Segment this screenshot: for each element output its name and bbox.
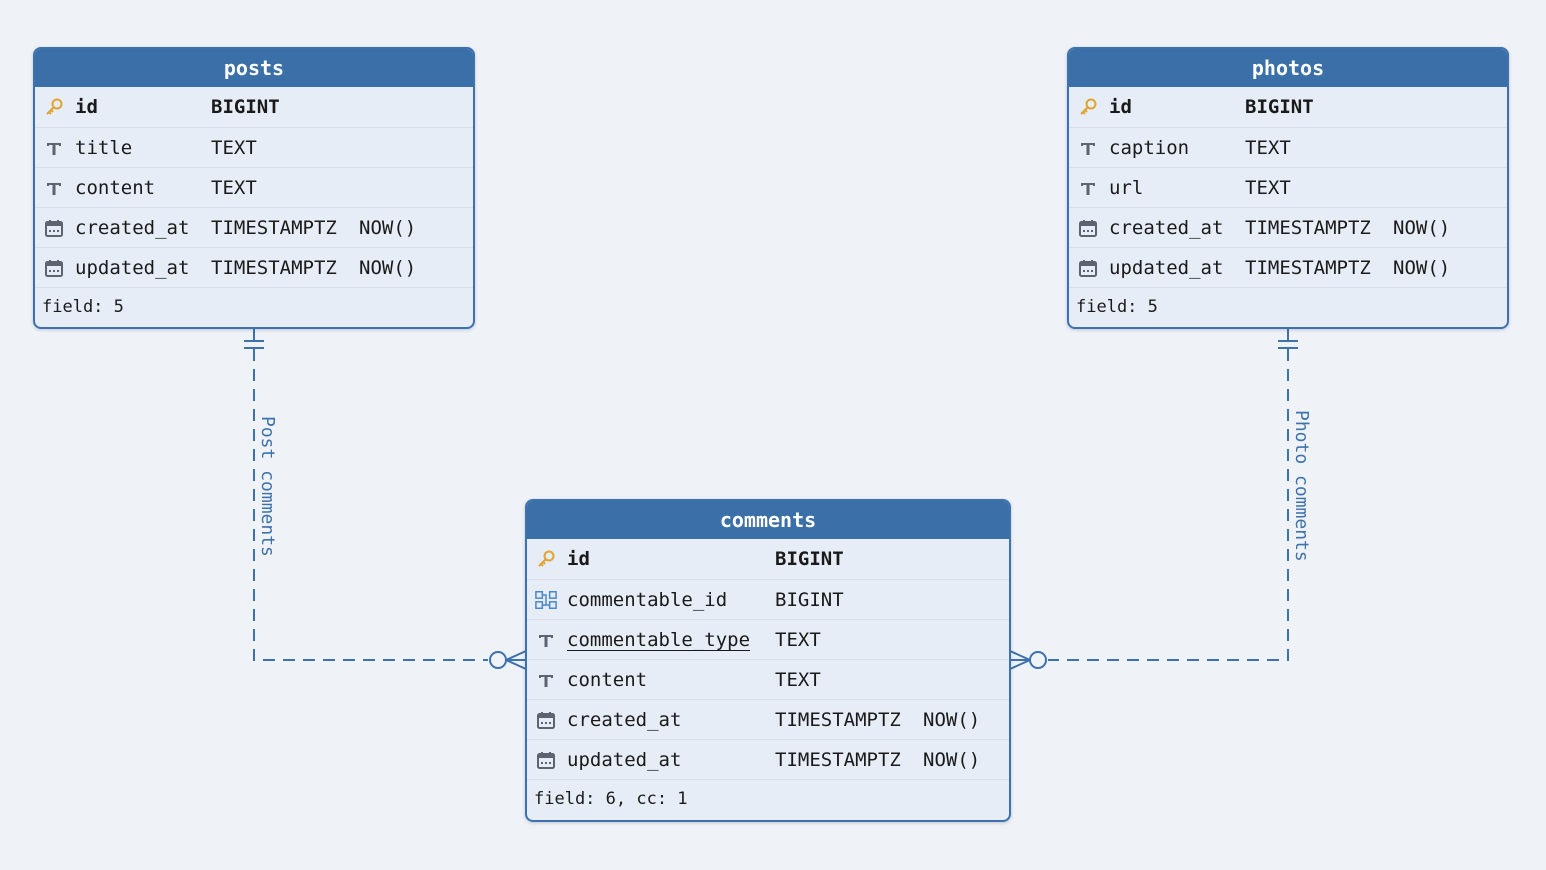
field-row[interactable]: created_at TIMESTAMPTZ NOW() <box>35 207 473 247</box>
calendar-icon <box>43 217 65 239</box>
table-footer: field: 6, cc: 1 <box>527 779 1009 817</box>
field-name: id <box>75 96 98 118</box>
key-icon <box>43 96 65 118</box>
field-type: TIMESTAMPTZ <box>211 216 337 239</box>
field-default: NOW() <box>359 256 417 279</box>
relation-post-comments[interactable] <box>244 329 527 670</box>
field-name: commentable_id <box>567 588 728 611</box>
text-type-icon <box>43 137 65 159</box>
calendar-icon <box>535 749 557 771</box>
field-type: TEXT <box>775 668 821 691</box>
field-row[interactable]: id BIGINT <box>527 539 1009 579</box>
field-type: TEXT <box>1245 176 1291 199</box>
field-row[interactable]: commentable_id BIGINT <box>527 579 1009 619</box>
field-row[interactable]: title TEXT <box>35 127 473 167</box>
field-name: url <box>1109 176 1144 199</box>
field-row[interactable]: updated_at TIMESTAMPTZ NOW() <box>1069 247 1507 287</box>
table-footer: field: 5 <box>35 287 473 325</box>
field-default: NOW() <box>1393 216 1451 239</box>
text-type-icon <box>535 669 557 691</box>
field-name: updated_at <box>567 748 682 771</box>
relation-label-post-comments: Post comments <box>257 416 278 557</box>
field-type: TEXT <box>211 176 257 199</box>
relation-photo-comments[interactable] <box>1009 329 1298 670</box>
polymorphic-link-icon <box>535 589 557 611</box>
field-row[interactable]: content TEXT <box>527 659 1009 699</box>
field-row[interactable]: caption TEXT <box>1069 127 1507 167</box>
field-row[interactable]: created_at TIMESTAMPTZ NOW() <box>527 699 1009 739</box>
field-type: TEXT <box>1245 136 1291 159</box>
field-name: updated_at <box>1109 256 1224 279</box>
calendar-icon <box>535 709 557 731</box>
field-type: TIMESTAMPTZ <box>775 748 901 771</box>
field-name: created_at <box>1109 216 1224 239</box>
table-header[interactable]: posts <box>35 49 473 87</box>
key-icon <box>1077 96 1099 118</box>
table-footer: field: 5 <box>1069 287 1507 325</box>
field-name: content <box>75 176 156 199</box>
field-default: NOW() <box>923 748 981 771</box>
text-type-icon <box>43 177 65 199</box>
field-type: TEXT <box>775 628 821 651</box>
calendar-icon <box>43 257 65 279</box>
field-default: NOW() <box>923 708 981 731</box>
key-icon <box>535 548 557 570</box>
field-row[interactable]: updated_at TIMESTAMPTZ NOW() <box>527 739 1009 779</box>
table-header[interactable]: comments <box>527 501 1009 539</box>
field-row[interactable]: id BIGINT <box>1069 87 1507 127</box>
field-row[interactable]: url TEXT <box>1069 167 1507 207</box>
field-name: created_at <box>567 708 682 731</box>
field-row[interactable]: updated_at TIMESTAMPTZ NOW() <box>35 247 473 287</box>
field-row[interactable]: content TEXT <box>35 167 473 207</box>
field-type: TIMESTAMPTZ <box>1245 256 1371 279</box>
field-type: BIGINT <box>211 96 280 118</box>
table-header[interactable]: photos <box>1069 49 1507 87</box>
field-type: BIGINT <box>775 588 844 611</box>
field-row[interactable]: id BIGINT <box>35 87 473 127</box>
field-default: NOW() <box>1393 256 1451 279</box>
field-row[interactable]: created_at TIMESTAMPTZ NOW() <box>1069 207 1507 247</box>
field-type: TEXT <box>211 136 257 159</box>
relation-label-photo-comments: Photo comments <box>1291 410 1312 562</box>
field-name: content <box>567 668 648 691</box>
text-type-icon <box>535 629 557 651</box>
field-name: commentable_type <box>567 628 751 651</box>
field-name: caption <box>1109 136 1190 159</box>
field-name: title <box>75 136 133 159</box>
calendar-icon <box>1077 257 1099 279</box>
field-row[interactable]: commentable_type TEXT <box>527 619 1009 659</box>
field-type: TIMESTAMPTZ <box>775 708 901 731</box>
text-type-icon <box>1077 177 1099 199</box>
field-name: id <box>1109 96 1132 118</box>
field-name: id <box>567 548 590 570</box>
field-type: TIMESTAMPTZ <box>211 256 337 279</box>
field-type: TIMESTAMPTZ <box>1245 216 1371 239</box>
field-name: created_at <box>75 216 190 239</box>
field-default: NOW() <box>359 216 417 239</box>
field-name: updated_at <box>75 256 190 279</box>
text-type-icon <box>1077 137 1099 159</box>
field-type: BIGINT <box>775 548 844 570</box>
calendar-icon <box>1077 217 1099 239</box>
field-type: BIGINT <box>1245 96 1314 118</box>
